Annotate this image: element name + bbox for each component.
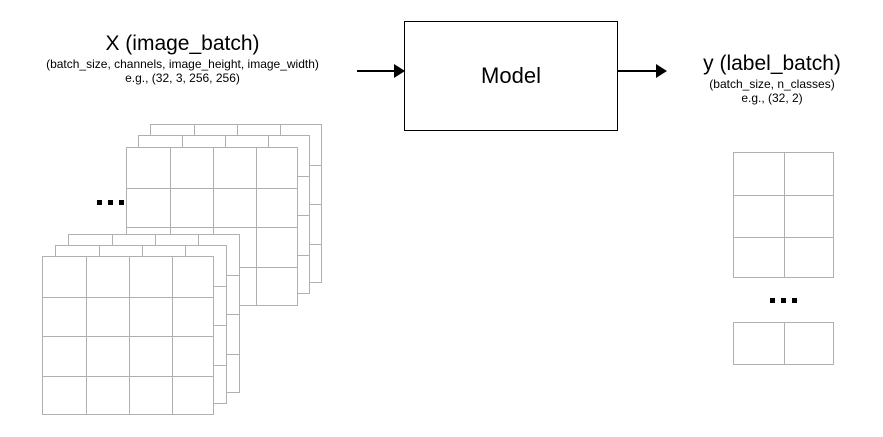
dot [97,200,102,205]
input-title: X (image_batch) [105,32,260,55]
arrow-model-to-output [617,64,667,78]
grid-line [734,195,833,196]
arrow-shaft [357,70,395,73]
grid-line [86,257,87,414]
input-ellipsis [97,200,124,205]
output-ellipsis [770,298,797,303]
input-label-group: X (image_batch) (batch_size, channels, i… [10,32,355,85]
output-example: e.g., (32, 2) [741,90,803,105]
arrow-shaft [617,70,657,73]
dot [781,298,786,303]
grid-line [43,336,213,337]
dot [108,200,113,205]
grid-line [256,148,257,305]
grid-line [734,237,833,238]
dot [792,298,797,303]
grid-line [213,148,214,305]
grid-line [784,153,785,277]
input-shape: (batch_size, channels, image_height, ima… [46,56,319,71]
arrow-input-to-model [357,64,405,78]
image-plane-front [42,256,214,415]
grid-line [170,148,171,305]
output-label-group: y (label_batch) (batch_size, n_classes) … [672,52,872,105]
label-matrix-top [733,152,834,278]
output-title: y (label_batch) [703,52,841,75]
input-example: e.g., (32, 3, 256, 256) [125,70,240,85]
dot [770,298,775,303]
arrow-head-icon [394,64,405,78]
grid-line [172,257,173,414]
model-box: Model [404,21,618,131]
grid-line [784,323,785,364]
model-label: Model [481,63,541,88]
grid-line [127,188,297,189]
grid-line [43,297,213,298]
grid-line [127,227,297,228]
label-matrix-bottom [733,322,834,365]
arrow-head-icon [656,64,667,78]
grid-line [129,257,130,414]
dot [119,200,124,205]
output-shape: (batch_size, n_classes) [709,76,835,91]
grid-line [43,376,213,377]
